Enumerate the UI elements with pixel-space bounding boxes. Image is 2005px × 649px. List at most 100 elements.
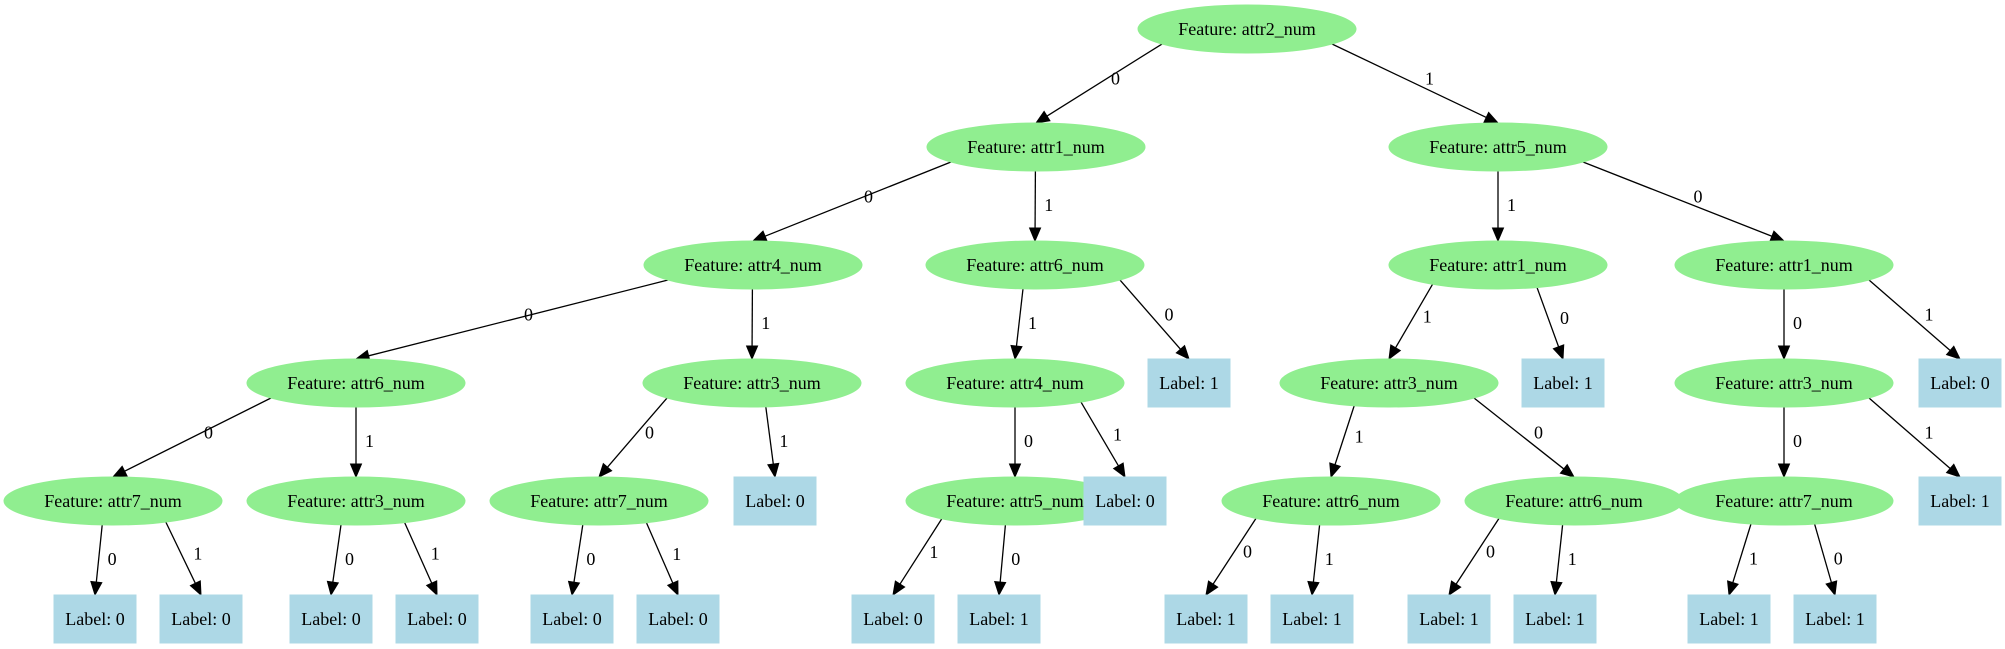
leaf-node-label: Label: 0 xyxy=(301,609,360,629)
feature-node: Feature: attr4_num xyxy=(905,358,1125,408)
edge-arrowhead xyxy=(1550,580,1563,597)
edge-line xyxy=(1582,161,1773,237)
edge-arrowhead xyxy=(1307,580,1320,597)
edge-line xyxy=(1212,518,1257,585)
edge-label: 1 xyxy=(1749,548,1758,568)
edge-arrowhead xyxy=(751,230,768,242)
edge-line xyxy=(999,524,1007,583)
edge: 1 xyxy=(1868,279,1961,360)
feature-node: Feature: attr2_num xyxy=(1137,4,1357,54)
edge-label: 0 xyxy=(204,423,213,443)
leaf-node: Label: 1 xyxy=(1687,594,1771,644)
edge-arrowhead xyxy=(1777,463,1791,479)
edge: 1 xyxy=(745,288,770,361)
leaf-node-box xyxy=(1793,594,1877,644)
edge: 0 xyxy=(751,161,952,242)
edge-line xyxy=(1813,523,1833,583)
feature-node-ellipse xyxy=(1221,476,1441,526)
leaf-node-label: Label: 0 xyxy=(648,609,707,629)
edge-label: 1 xyxy=(1423,307,1432,327)
edge: 0 xyxy=(1777,289,1802,361)
edge-line xyxy=(1732,523,1752,583)
edge: 0 xyxy=(354,279,669,362)
edge-label: 0 xyxy=(1486,542,1495,562)
leaf-node-box xyxy=(1687,594,1771,644)
feature-node: Feature: attr6_num xyxy=(1464,476,1684,526)
leaf-node-label: Label: 1 xyxy=(1533,373,1592,393)
edge-line xyxy=(606,397,668,468)
leaf-node-label: Label: 0 xyxy=(863,609,922,629)
leaf-node-box xyxy=(636,594,720,644)
edge-arrowhead xyxy=(111,465,128,478)
leaf-node-label: Label: 1 xyxy=(1176,609,1235,629)
feature-node: Feature: attr7_num xyxy=(489,476,709,526)
edge-line xyxy=(332,524,342,583)
feature-node: Feature: attr1_num xyxy=(1674,240,1894,290)
leaf-node: Label: 1 xyxy=(1521,358,1605,408)
edge-line xyxy=(1868,279,1951,351)
edge: 1 xyxy=(1080,401,1126,479)
edge-arrowhead xyxy=(1777,345,1791,361)
edge: 1 xyxy=(1329,405,1364,479)
edge: 1 xyxy=(892,518,943,597)
edge-label: 0 xyxy=(1793,313,1802,333)
edge-arrowhead xyxy=(666,580,679,597)
edge-label: 1 xyxy=(1325,549,1334,569)
edge-line xyxy=(573,524,584,583)
edge-line xyxy=(764,161,952,237)
leaf-node-box xyxy=(159,594,243,644)
edge-label: 0 xyxy=(345,549,354,569)
edge-arrowhead xyxy=(1388,344,1402,361)
edge: 0 xyxy=(1536,287,1569,361)
leaf-node-label: Label: 1 xyxy=(1419,609,1478,629)
edge-line xyxy=(1015,288,1024,347)
feature-node-ellipse xyxy=(1388,240,1608,290)
edge: 1 xyxy=(765,406,788,479)
leaf-node-box xyxy=(957,594,1041,644)
feature-node-label: Feature: attr4_num xyxy=(946,373,1083,393)
leaf-node: Label: 0 xyxy=(733,476,817,526)
feature-node-ellipse xyxy=(643,240,863,290)
edge: 0 xyxy=(1473,397,1576,478)
edge-label: 1 xyxy=(1028,313,1037,333)
leaf-node-box xyxy=(1164,594,1248,644)
feature-node-ellipse xyxy=(905,358,1125,408)
edge-label: 0 xyxy=(1024,431,1033,451)
edge: 1 xyxy=(1307,524,1334,597)
leaf-node: Label: 0 xyxy=(289,594,373,644)
edge-label: 1 xyxy=(929,542,938,562)
edge: 0 xyxy=(1448,518,1500,597)
edge-arrowhead xyxy=(1112,462,1126,479)
edge-label: 1 xyxy=(1355,426,1364,446)
edge-arrowhead xyxy=(1448,580,1462,597)
feature-node-ellipse xyxy=(3,476,223,526)
feature-node-label: Feature: attr1_num xyxy=(967,137,1104,157)
leaf-node-label: Label: 1 xyxy=(1699,609,1758,629)
edge-label: 1 xyxy=(193,543,202,563)
leaf-node-label: Label: 0 xyxy=(171,609,230,629)
edge: 0 xyxy=(1205,518,1257,597)
leaf-node: Label: 0 xyxy=(636,594,720,644)
edge: 1 xyxy=(1550,524,1577,597)
edge-label: 1 xyxy=(431,544,440,564)
feature-node-label: Feature: attr4_num xyxy=(684,255,821,275)
leaf-node: Label: 1 xyxy=(1513,594,1597,644)
edge-label: 0 xyxy=(1011,549,1020,569)
leaf-node: Label: 0 xyxy=(53,594,137,644)
leaf-node: Label: 0 xyxy=(159,594,243,644)
edge: 1 xyxy=(1491,171,1516,243)
leaf-node-label: Label: 0 xyxy=(745,491,804,511)
edge-label: 0 xyxy=(1243,542,1252,562)
leaf-node: Label: 1 xyxy=(1164,594,1248,644)
edge-label: 0 xyxy=(1694,187,1703,207)
leaf-node: Label: 1 xyxy=(1270,594,1354,644)
edge-label: 1 xyxy=(1425,69,1434,89)
edge-line xyxy=(124,397,272,472)
edge-arrowhead xyxy=(1945,463,1961,478)
feature-node: Feature: attr3_num xyxy=(642,358,862,408)
leaf-node-label: Label: 1 xyxy=(1805,609,1864,629)
edge-line xyxy=(404,522,433,584)
leaf-node: Label: 0 xyxy=(530,594,614,644)
